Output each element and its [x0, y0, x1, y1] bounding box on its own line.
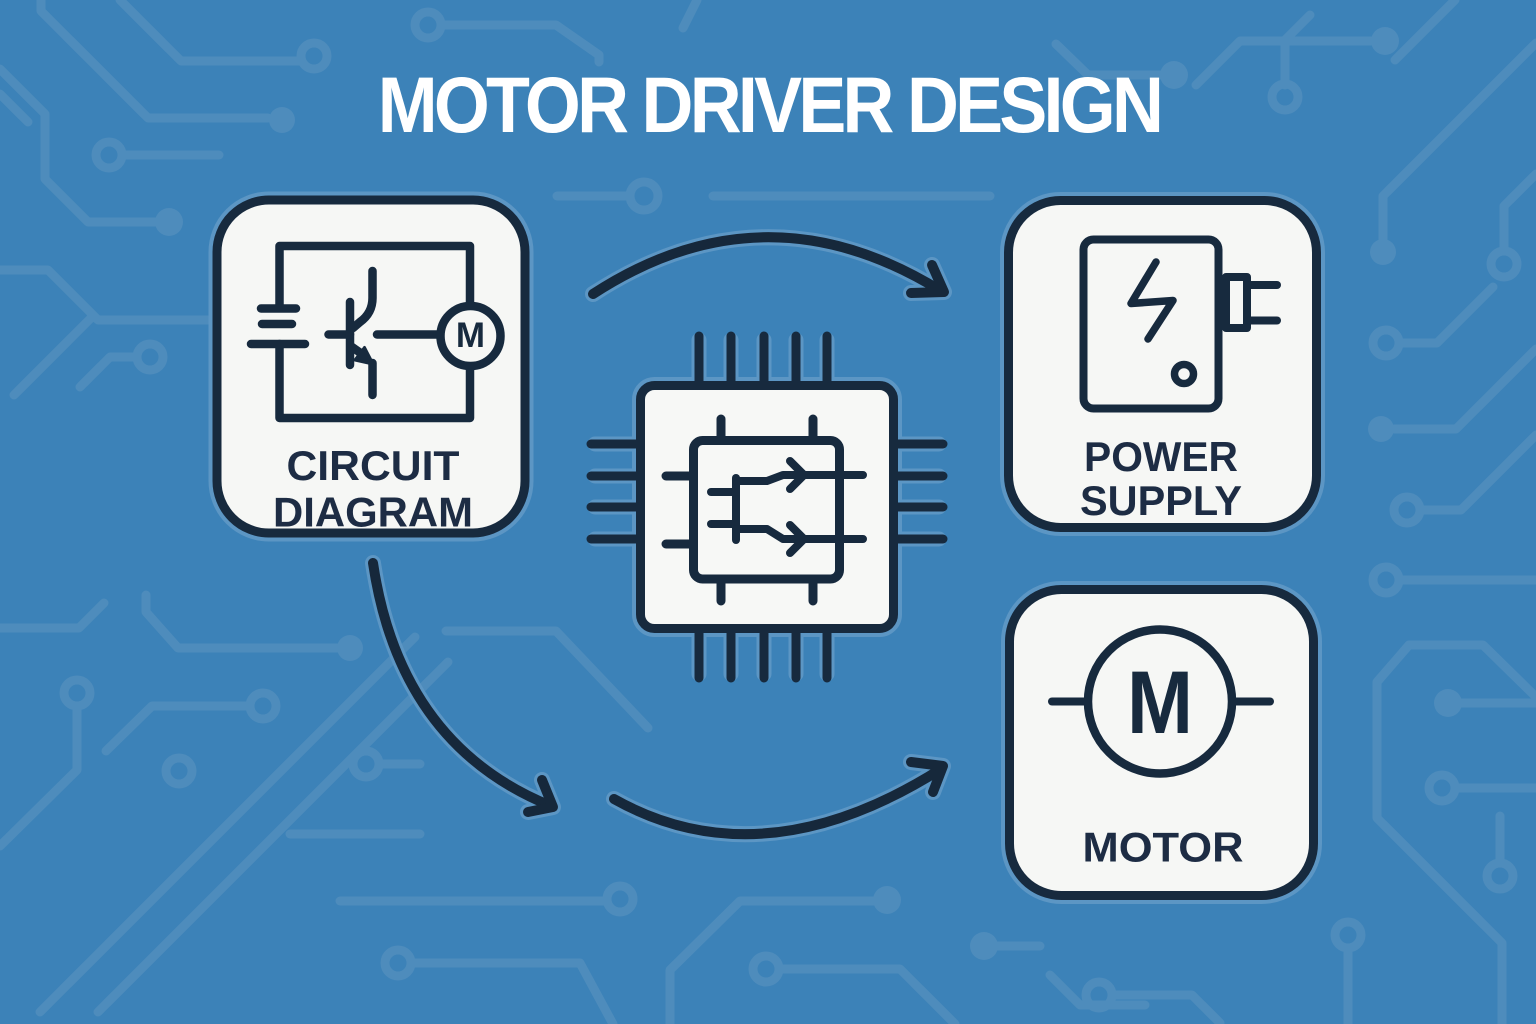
svg-text:MOTOR DRIVER DESIGN: MOTOR DRIVER DESIGN [378, 62, 1160, 150]
svg-text:M: M [456, 316, 485, 355]
svg-text:MOTOR: MOTOR [1083, 824, 1244, 871]
svg-text:SUPPLY: SUPPLY [1080, 477, 1242, 524]
svg-text:CIRCUIT: CIRCUIT [287, 442, 460, 489]
svg-text:POWER: POWER [1084, 433, 1238, 480]
svg-text:DIAGRAM: DIAGRAM [273, 489, 473, 536]
svg-text:M: M [1127, 652, 1193, 752]
